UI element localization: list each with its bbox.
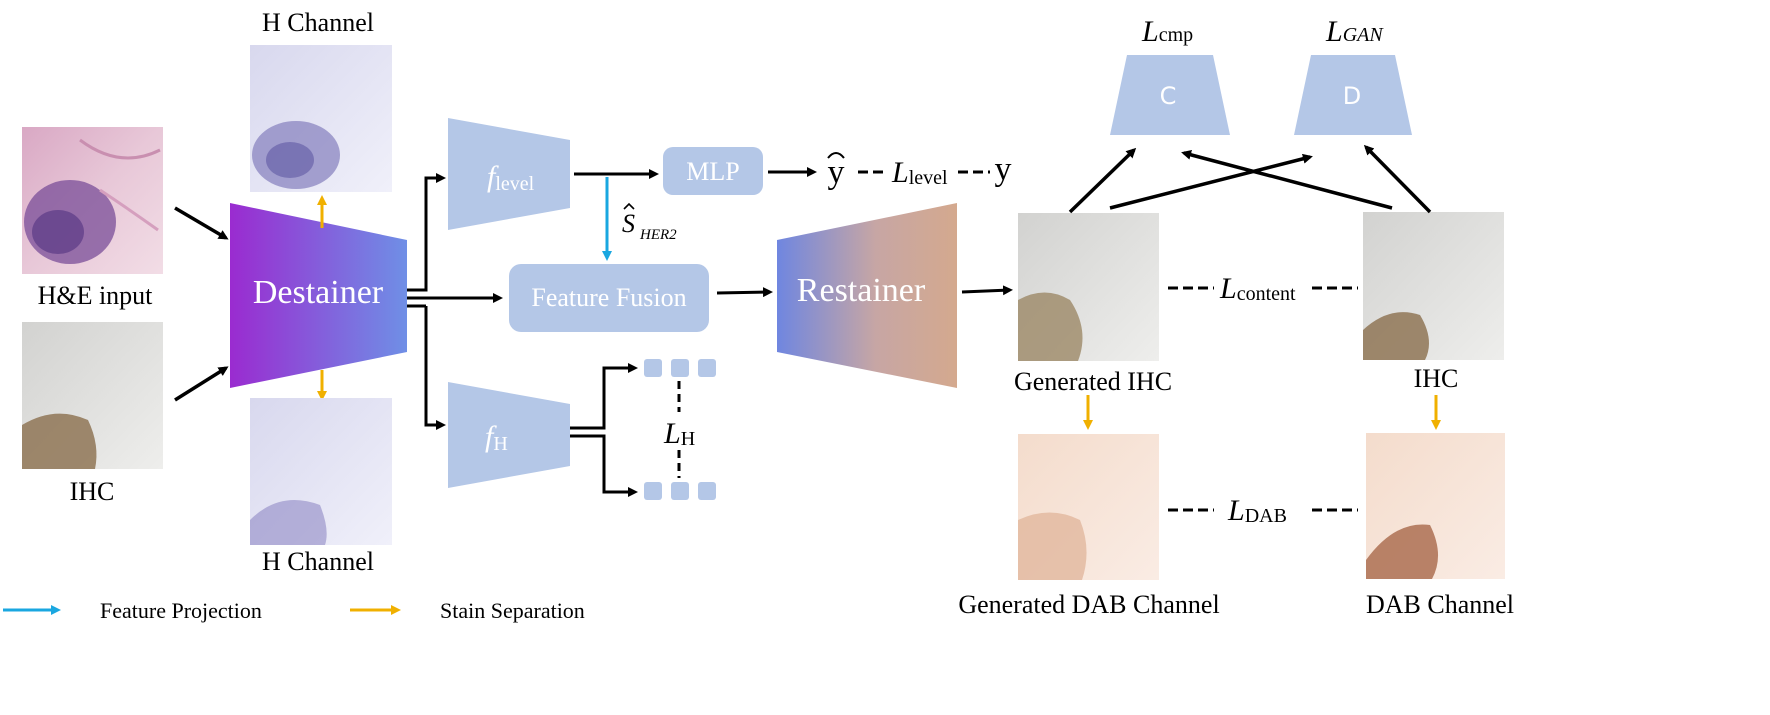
loss-content: Lcontent bbox=[1219, 272, 1296, 305]
discriminator-arrows bbox=[1068, 144, 1432, 214]
destainer-label: Destainer bbox=[253, 274, 384, 311]
svg-text:S: S bbox=[622, 209, 635, 238]
y-hat: y bbox=[827, 152, 845, 191]
loss-level: Llevel bbox=[891, 156, 948, 189]
discriminator-d-label: D bbox=[1343, 82, 1361, 110]
y-label: y bbox=[995, 151, 1012, 188]
mlp-label: MLP bbox=[686, 157, 739, 186]
svg-text:HER2: HER2 bbox=[639, 227, 677, 243]
h-channel-bottom-image bbox=[250, 398, 392, 545]
restainer-block bbox=[777, 203, 957, 388]
f-h-block bbox=[448, 382, 570, 488]
h-channel-bottom-label: H Channel bbox=[262, 547, 374, 576]
loss-cmp: Lcmp bbox=[1141, 15, 1193, 48]
generated-ihc-image bbox=[1018, 213, 1159, 361]
h-channel-top-label: H Channel bbox=[262, 8, 374, 37]
feature-fusion-block bbox=[509, 264, 709, 332]
dab-target-label: DAB Channel bbox=[1366, 590, 1514, 619]
ihc-input-label: IHC bbox=[70, 477, 115, 506]
generated-dab-label: Generated DAB Channel bbox=[958, 590, 1219, 619]
arrow-fusion-to-restainer bbox=[716, 287, 773, 298]
destainer-branch-lines bbox=[407, 173, 503, 430]
arrow-he-to-destainer bbox=[174, 206, 229, 240]
ihc-input-image bbox=[22, 322, 163, 469]
ihc-target-label: IHC bbox=[1414, 364, 1459, 393]
generated-dab-image bbox=[1018, 434, 1159, 580]
f-level-block bbox=[448, 118, 570, 230]
mlp-block bbox=[663, 147, 763, 195]
discriminator-c bbox=[1110, 55, 1230, 135]
ihc-target-image bbox=[1363, 212, 1504, 360]
generated-ihc-label: Generated IHC bbox=[1014, 367, 1172, 396]
feature-tokens-bottom bbox=[644, 482, 716, 500]
discriminator-d bbox=[1294, 55, 1412, 135]
dab-target-image bbox=[1366, 433, 1505, 579]
restainer-label: Restainer bbox=[797, 272, 926, 309]
loss-dab: LDAB bbox=[1227, 494, 1287, 527]
legend-feature-projection-label: Feature Projection bbox=[100, 598, 262, 623]
h-channel-top-image bbox=[250, 45, 392, 192]
he-input-label: H&E input bbox=[38, 281, 154, 310]
legend-stain-separation-label: Stain Separation bbox=[440, 598, 585, 623]
feature-tokens-top bbox=[644, 359, 716, 377]
loss-gan: LGAN bbox=[1325, 15, 1384, 48]
s-her2-label: S HER2 bbox=[622, 202, 677, 243]
loss-h: LH bbox=[663, 417, 695, 450]
arrow-ihc-to-destainer bbox=[174, 366, 229, 402]
he-input-image bbox=[22, 127, 163, 274]
f-h-branch-lines bbox=[570, 363, 638, 497]
svg-text:y: y bbox=[828, 154, 845, 191]
destainer-block bbox=[230, 203, 407, 388]
discriminator-c-label: C bbox=[1160, 82, 1177, 110]
feature-fusion-label: Feature Fusion bbox=[531, 283, 686, 312]
arrow-restainer-to-generated bbox=[961, 285, 1013, 296]
